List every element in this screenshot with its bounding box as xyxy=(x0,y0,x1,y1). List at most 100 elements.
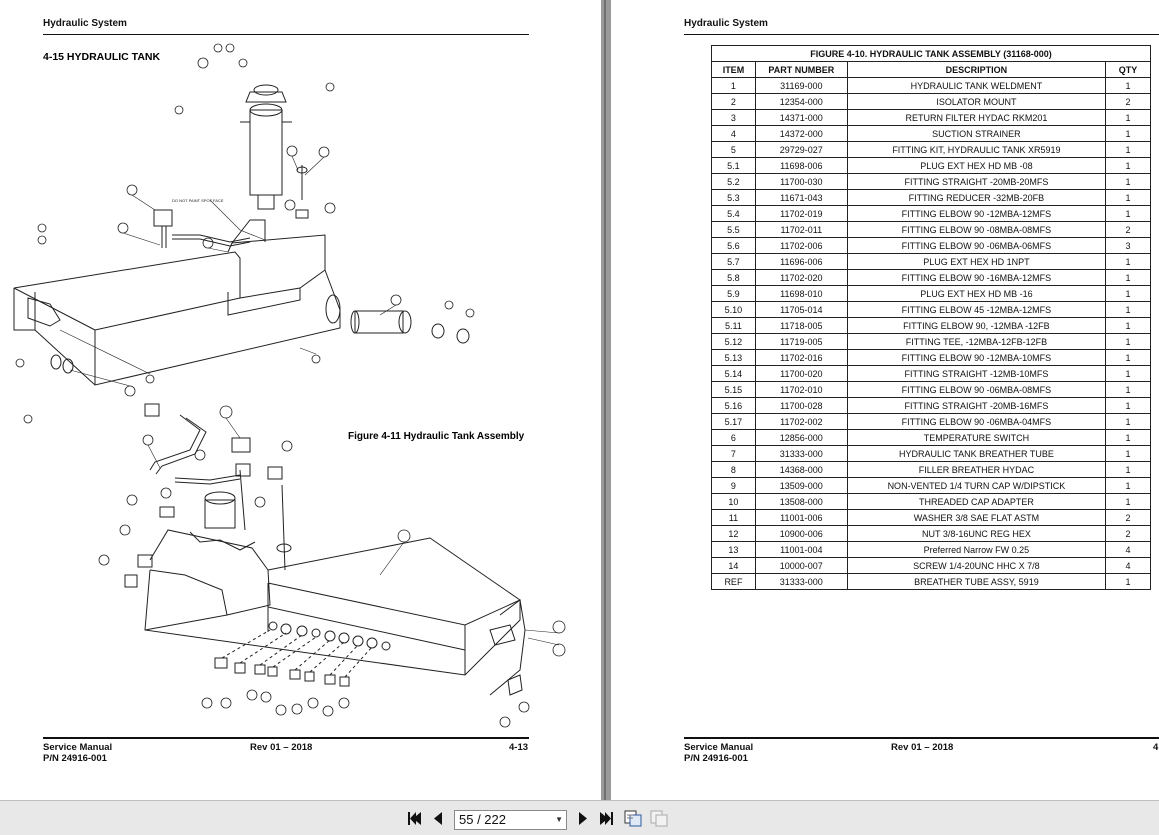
cell-item: 5.3 xyxy=(711,189,756,206)
cell-qty: 2 xyxy=(1105,93,1151,110)
footer-page-number: 4 xyxy=(1153,742,1159,753)
cell-description: FITTING ELBOW 90 -06MBA-04MFS xyxy=(846,413,1107,430)
cell-part-number: 11702-006 xyxy=(754,237,848,254)
cell-description: PLUG EXT HEX HD MB -16 xyxy=(846,285,1107,302)
cell-part-number: 11702-011 xyxy=(754,221,848,238)
cell-part-number: 31169-000 xyxy=(754,77,848,94)
cell-item: 4 xyxy=(711,125,756,142)
cell-description: HYDRAULIC TANK BREATHER TUBE xyxy=(846,445,1107,462)
table-caption: FIGURE 4-10. HYDRAULIC TANK ASSEMBLY (31… xyxy=(711,45,1151,62)
cell-description: RETURN FILTER HYDAC RKM201 xyxy=(846,109,1107,126)
cell-qty: 1 xyxy=(1105,77,1151,94)
cell-item: 5.6 xyxy=(711,237,756,254)
cell-item: 9 xyxy=(711,477,756,494)
cell-qty: 1 xyxy=(1105,125,1151,142)
cell-part-number: 13508-000 xyxy=(754,493,848,510)
cell-description: NUT 3/8-16UNC REG HEX xyxy=(846,525,1107,542)
cell-description: FITTING ELBOW 45 -12MBA-12MFS xyxy=(846,301,1107,318)
cell-description: FITTING ELBOW 90 -06MBA-06MFS xyxy=(846,237,1107,254)
cell-qty: 1 xyxy=(1105,141,1151,158)
cell-part-number: 29729-027 xyxy=(754,141,848,158)
cell-item: 5.13 xyxy=(711,349,756,366)
cell-description: FITTING TEE, -12MBA-12FB-12FB xyxy=(846,333,1107,350)
cell-item: 5.5 xyxy=(711,221,756,238)
cell-item: 13 xyxy=(711,541,756,558)
footer-rule xyxy=(684,737,1159,739)
cell-qty: 1 xyxy=(1105,205,1151,222)
col-header-qty: QTY xyxy=(1105,61,1151,78)
copy-page-icon[interactable] xyxy=(624,810,642,827)
cell-qty: 4 xyxy=(1105,541,1151,558)
parts-list-table: FIGURE 4-10. HYDRAULIC TANK ASSEMBLY (31… xyxy=(711,45,1151,590)
page-number-field[interactable]: 55 / 222 ▼ xyxy=(454,810,567,830)
cell-item: 5.17 xyxy=(711,413,756,430)
footer-manual: Service Manual xyxy=(684,742,754,753)
first-page-icon[interactable] xyxy=(408,810,422,827)
cell-part-number: 12856-000 xyxy=(754,429,848,446)
cell-part-number: 11702-016 xyxy=(754,349,848,366)
item-callouts xyxy=(15,43,566,728)
last-page-icon[interactable] xyxy=(599,810,613,827)
cell-description: TEMPERATURE SWITCH xyxy=(846,429,1107,446)
cell-item: 10 xyxy=(711,493,756,510)
cell-item: 7 xyxy=(711,445,756,462)
footer-revision: Rev 01 – 2018 xyxy=(891,742,954,753)
cell-qty: 3 xyxy=(1105,237,1151,254)
cell-qty: 1 xyxy=(1105,157,1151,174)
cell-part-number: 11718-005 xyxy=(754,317,848,334)
cell-qty: 1 xyxy=(1105,493,1151,510)
cell-description: FITTING STRAIGHT -12MB-10MFS xyxy=(846,365,1107,382)
viewer-toolbar: 55 / 222 ▼ xyxy=(0,800,1159,835)
cell-part-number: 31333-000 xyxy=(754,573,848,590)
prev-page-icon[interactable] xyxy=(433,810,443,827)
cell-part-number: 11698-010 xyxy=(754,285,848,302)
cell-qty: 1 xyxy=(1105,301,1151,318)
cell-item: 5.2 xyxy=(711,173,756,190)
page-gutter xyxy=(601,0,611,800)
cell-qty: 1 xyxy=(1105,397,1151,414)
bottom-fittings-drawing xyxy=(214,629,373,687)
footer-page-number: 4-13 xyxy=(509,742,529,753)
header-rule xyxy=(684,34,1159,35)
export-page-icon[interactable] xyxy=(650,810,668,827)
page-header: Hydraulic System xyxy=(43,18,127,29)
page-indicator: 55 / 222 xyxy=(459,812,506,827)
left-page: Hydraulic System 4-15 HYDRAULIC TANK xyxy=(0,0,601,800)
cell-qty: 1 xyxy=(1105,173,1151,190)
chevron-down-icon[interactable]: ▼ xyxy=(555,815,563,824)
cell-item: 5.12 xyxy=(711,333,756,350)
cell-qty: 1 xyxy=(1105,333,1151,350)
cell-item: REF xyxy=(711,573,756,590)
figure-caption: Figure 4-11 Hydraulic Tank Assembly xyxy=(348,431,525,442)
cell-part-number: 11702-010 xyxy=(754,381,848,398)
cell-part-number: 10900-006 xyxy=(754,525,848,542)
next-page-icon[interactable] xyxy=(578,810,588,827)
col-header-description: DESCRIPTION xyxy=(846,61,1107,78)
cell-part-number: 10000-007 xyxy=(754,557,848,574)
page-separator xyxy=(604,0,606,800)
cell-item: 14 xyxy=(711,557,756,574)
cell-qty: 1 xyxy=(1105,317,1151,334)
header-rule xyxy=(43,34,529,35)
cell-qty: 1 xyxy=(1105,285,1151,302)
